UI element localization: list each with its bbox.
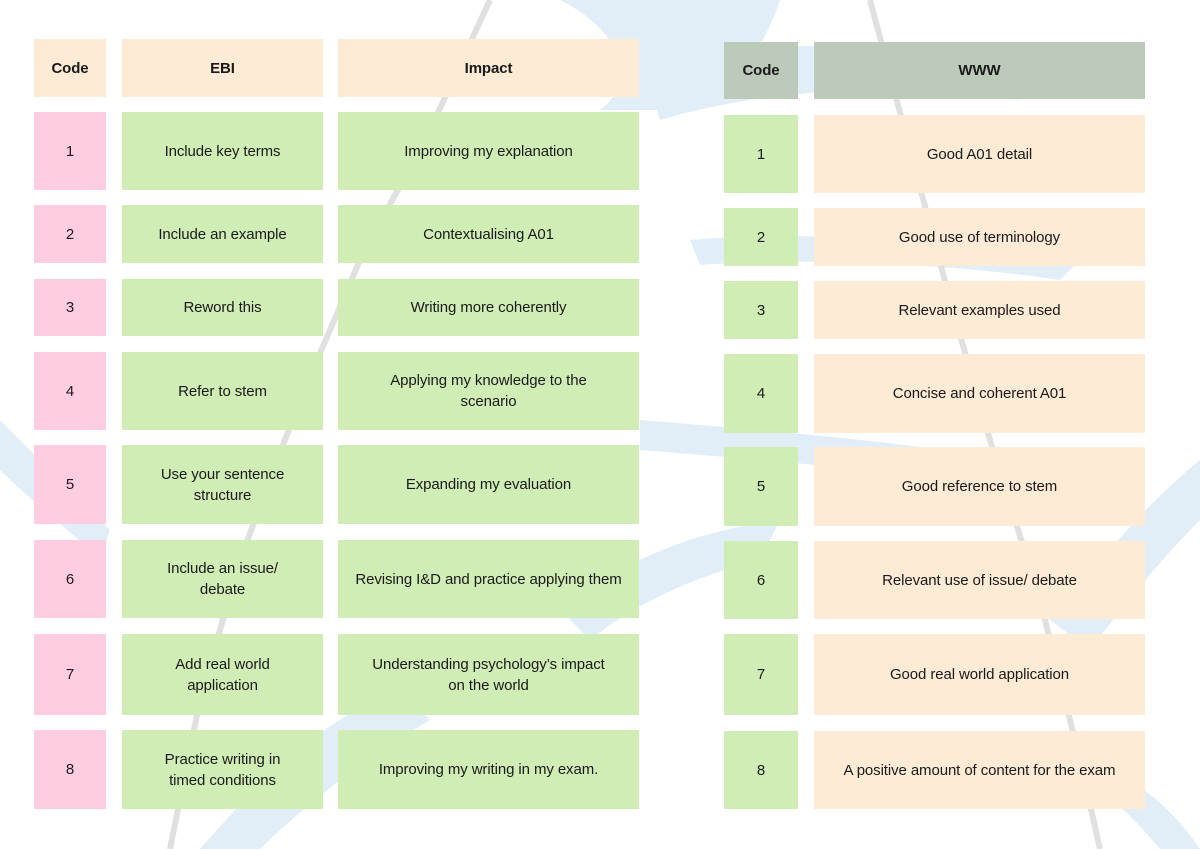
www-row-code: 3: [724, 281, 798, 339]
www-row-text: Good real world application: [814, 634, 1145, 715]
www-header-code: Code: [724, 42, 798, 99]
ebi-row-code: 6: [34, 540, 106, 618]
ebi-row-impact: Improving my explanation: [338, 112, 639, 190]
ebi-header-code: Code: [34, 39, 106, 97]
www-row-text: Concise and coherent A01: [814, 354, 1145, 433]
www-row-code: 2: [724, 208, 798, 266]
www-row-text: Relevant use of issue/ debate: [814, 541, 1145, 619]
ebi-row-impact: Revising I&D and practice applying them: [338, 540, 639, 618]
www-row-code: 7: [724, 634, 798, 715]
www-row-text: Good reference to stem: [814, 447, 1145, 526]
ebi-row-ebi: Include key terms: [122, 112, 323, 190]
ebi-row-impact: Expanding my evaluation: [338, 445, 639, 524]
ebi-row-code: 5: [34, 445, 106, 524]
www-row-text: Relevant examples used: [814, 281, 1145, 339]
ebi-row-code: 3: [34, 279, 106, 336]
ebi-row-impact: Contextualising A01: [338, 205, 639, 263]
ebi-row-impact: Understanding psychology’s impact on the…: [338, 634, 639, 715]
ebi-row-ebi: Reword this: [122, 279, 323, 336]
ebi-row-ebi: Practice writing in timed conditions: [122, 730, 323, 809]
ebi-row-ebi: Include an example: [122, 205, 323, 263]
ebi-row-impact: Applying my knowledge to the scenario: [338, 352, 639, 430]
www-row-text: Good use of terminology: [814, 208, 1145, 266]
www-row-text: Good A01 detail: [814, 115, 1145, 193]
ebi-row-ebi: Include an issue/ debate: [122, 540, 323, 618]
ebi-row-impact: Improving my writing in my exam.: [338, 730, 639, 809]
ebi-row-impact: Writing more coherently: [338, 279, 639, 336]
ebi-row-code: 8: [34, 730, 106, 809]
ebi-row-code: 7: [34, 634, 106, 715]
ebi-row-ebi: Add real world application: [122, 634, 323, 715]
ebi-header-impact: Impact: [338, 39, 639, 97]
ebi-header-ebi: EBI: [122, 39, 323, 97]
www-header-www: WWW: [814, 42, 1145, 99]
www-row-code: 4: [724, 354, 798, 433]
ebi-row-ebi: Refer to stem: [122, 352, 323, 430]
www-row-text: A positive amount of content for the exa…: [814, 731, 1145, 809]
www-row-code: 1: [724, 115, 798, 193]
www-row-code: 6: [724, 541, 798, 619]
ebi-row-code: 1: [34, 112, 106, 190]
www-row-code: 8: [724, 731, 798, 809]
www-row-code: 5: [724, 447, 798, 526]
ebi-row-code: 2: [34, 205, 106, 263]
ebi-row-code: 4: [34, 352, 106, 430]
ebi-row-ebi: Use your sentence structure: [122, 445, 323, 524]
